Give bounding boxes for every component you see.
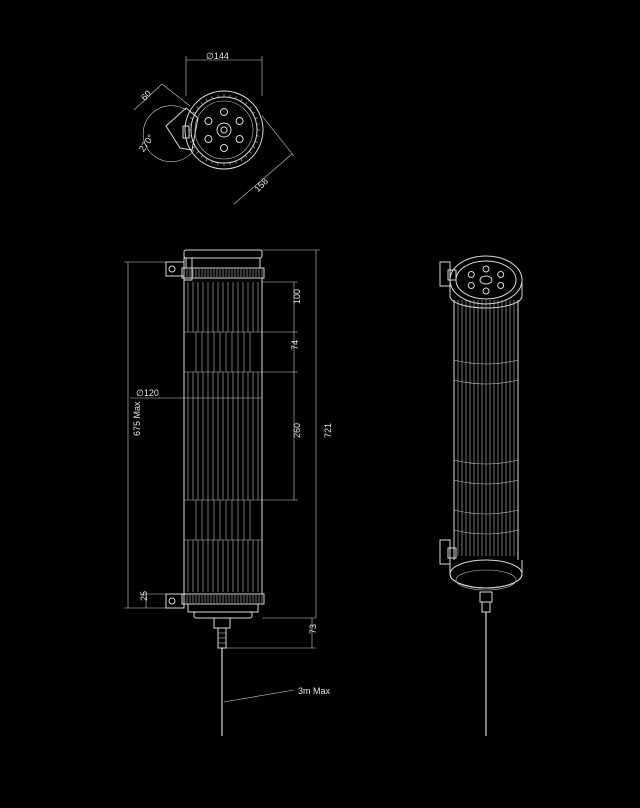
end-cap-outer (184, 90, 264, 170)
screw (482, 287, 490, 295)
screw (482, 265, 490, 273)
top-view: ∅144 158 60 270° (133, 51, 295, 205)
top-cap (183, 249, 263, 259)
front-dim-74: 74 (290, 340, 300, 350)
screw (497, 282, 505, 289)
persp-top-cap (449, 255, 523, 305)
bottom-bracket-left (165, 593, 185, 609)
cable-length-label: 3m Max (298, 686, 331, 696)
screw (204, 135, 213, 143)
front-view: 721 100 74 260 73 675 Max 25 ∅120 3m Max (124, 249, 333, 736)
front-dim-73: 73 (308, 624, 318, 634)
top-bracket-label: 60 (139, 88, 153, 102)
front-dim-260: 260 (292, 423, 302, 438)
tube-ribs (184, 282, 262, 592)
front-dim-721: 721 (323, 423, 333, 438)
screw (467, 271, 475, 278)
cable-gland (213, 617, 231, 629)
front-dim-675: 675 Max (132, 401, 142, 436)
center-hole (216, 122, 232, 138)
top-rotation-label: 270° (137, 132, 156, 153)
wall-bracket (165, 107, 199, 151)
perspective-view (439, 255, 523, 736)
persp-bottom-bracket (439, 539, 451, 565)
front-dim-100: 100 (292, 289, 302, 304)
persp-tube (453, 300, 519, 560)
persp-cable-gland (479, 591, 493, 603)
screw (467, 282, 475, 289)
screw (497, 271, 505, 278)
screw (204, 117, 213, 125)
cable-leader (223, 689, 295, 703)
width-dimension-line (233, 153, 293, 205)
persp-top-bracket (439, 261, 451, 287)
top-width-label: 158 (252, 176, 270, 194)
rotation-arc (142, 105, 195, 163)
front-dim-25: 25 (139, 591, 149, 601)
screw (235, 117, 244, 125)
top-diameter-label: ∅144 (206, 51, 229, 61)
screw (220, 144, 228, 152)
screw (220, 108, 228, 116)
screw (235, 135, 244, 143)
screw-ring (188, 94, 260, 166)
front-diameter-label: ∅120 (136, 388, 159, 398)
